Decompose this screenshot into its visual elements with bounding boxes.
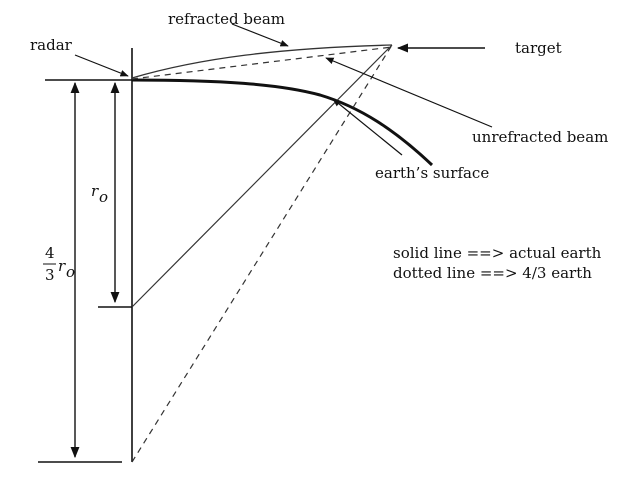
unrefracted-beam-leader-arrow bbox=[325, 57, 493, 128]
refracted-beam-line bbox=[131, 44, 393, 79]
unrefracted-beam-label: unrefracted beam bbox=[472, 128, 608, 146]
radar-leader-arrow bbox=[74, 54, 129, 77]
fraction-numerator: 4 bbox=[45, 244, 55, 262]
earths-surface-leader-arrow bbox=[332, 98, 403, 156]
refracted-beam-label: refracted beam bbox=[168, 10, 285, 28]
refracted-beam-leader-arrow bbox=[231, 23, 289, 47]
target-label: target bbox=[515, 39, 562, 57]
legend-dotted-line: dotted line ==> 4/3 earth bbox=[393, 264, 592, 282]
fraction-ro-symbol: r bbox=[58, 257, 66, 275]
legend-solid-line: solid line ==> actual earth bbox=[393, 244, 602, 262]
fraction-denominator: 3 bbox=[45, 266, 55, 284]
actual-earth-radius-line bbox=[131, 44, 393, 308]
ro-subscript: o bbox=[99, 188, 108, 206]
earths-surface-label: earth’s surface bbox=[375, 164, 489, 182]
ro-symbol: r bbox=[91, 182, 99, 200]
radar-label: radar bbox=[30, 36, 73, 54]
earths-surface-curve bbox=[131, 78, 434, 167]
unrefracted-beam-line bbox=[131, 46, 393, 80]
43-earth-radius-line bbox=[131, 44, 393, 463]
fraction-ro-subscript: o bbox=[66, 263, 75, 281]
